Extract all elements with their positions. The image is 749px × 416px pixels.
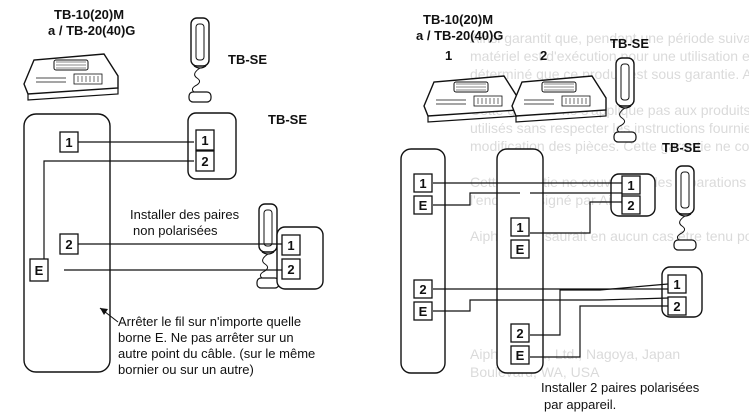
- svg-text:2: 2: [287, 262, 294, 277]
- left-master-station-icon: [23, 53, 119, 101]
- right-master-station-1-icon: [423, 75, 519, 123]
- ghost-line: modification des pièces. Cette garantie …: [470, 138, 749, 154]
- right-master-station-2-icon: [511, 75, 607, 123]
- ghost-line: utilisés sans respecter les instructions…: [470, 120, 749, 136]
- svg-text:1: 1: [627, 178, 634, 193]
- right-master-1-terminal-1: 1: [413, 173, 433, 193]
- svg-text:E: E: [35, 263, 44, 278]
- right-wires: [433, 182, 669, 358]
- svg-text:2: 2: [516, 326, 523, 341]
- left-handset-bottom-icon: [256, 203, 280, 289]
- svg-text:1: 1: [419, 176, 426, 191]
- right-master-2-terminal-1: 1: [510, 217, 530, 237]
- right-note-line1: Installer 2 paires polarisées: [541, 380, 700, 395]
- left-model-label: TB-10(20)M: [54, 7, 124, 22]
- svg-text:2: 2: [201, 154, 208, 169]
- left-handset-bottom-terminal-2: 2: [281, 258, 301, 280]
- left-master-terminal-e: E: [29, 258, 49, 282]
- left-handset-bottom-terminal-1: 1: [281, 234, 301, 256]
- svg-text:2: 2: [673, 299, 680, 314]
- right-model-label: TB-10(20)M: [423, 12, 493, 27]
- right-handset-top-terminal-1: 1: [621, 175, 641, 195]
- svg-text:2: 2: [419, 282, 426, 297]
- right-handset-top-terminal-2: 2: [621, 195, 641, 215]
- right-master-1-terminal-e2: E: [413, 301, 433, 321]
- svg-text:2: 2: [65, 237, 72, 252]
- svg-text:1: 1: [673, 277, 680, 292]
- left-master-terminal-1: 1: [59, 131, 79, 153]
- left-handset-top-icon: [188, 17, 212, 103]
- right-handset-bottom-label: TB-SE: [662, 140, 701, 155]
- svg-text:E: E: [419, 198, 428, 213]
- left-note-pairs-line2: non polarisées: [133, 223, 218, 238]
- svg-text:E: E: [516, 242, 525, 257]
- right-model-alt-label: a / TB-20(40)G: [416, 28, 503, 43]
- right-unit-2-label: 2: [540, 48, 547, 63]
- right-handset-bottom-terminal-2: 2: [667, 296, 687, 316]
- left-master-terminal-2: 2: [59, 233, 79, 255]
- ghost-line: matériel est d'exécution pour une utilis…: [470, 48, 749, 64]
- svg-text:1: 1: [201, 133, 208, 148]
- svg-text:2: 2: [627, 198, 634, 213]
- right-handset-bottom-terminal-1: 1: [667, 274, 687, 294]
- left-note-stop-line3: autre point du câble. (sur le même: [118, 346, 315, 361]
- right-note-line2: par appareil.: [544, 397, 616, 412]
- left-note-stop-line1: Arrêter le fil sur n'importe quelle: [118, 314, 301, 329]
- right-master-2-terminal-2: 2: [510, 323, 530, 343]
- right-master-1-terminal-e: E: [413, 195, 433, 215]
- left-handset-top-terminal-2: 2: [195, 150, 215, 172]
- ghost-line: déterminé que ce produit est sous garant…: [470, 66, 749, 82]
- svg-text:E: E: [516, 348, 525, 363]
- svg-text:1: 1: [287, 238, 294, 253]
- left-handset-top-label: TB-SE: [228, 52, 267, 67]
- right-handset-bottom-icon: [673, 165, 697, 251]
- left-handset-top-terminal-1: 1: [195, 129, 215, 151]
- left-note-arrowhead: [100, 308, 108, 315]
- right-master-1-terminal-2: 2: [413, 279, 433, 299]
- left-note-stop-line2: borne E. Ne pas arrêter sur un: [118, 330, 294, 345]
- right-unit-1-label: 1: [445, 48, 452, 63]
- right-master-2-block: [496, 148, 544, 374]
- svg-text:1: 1: [65, 135, 72, 150]
- right-master-2-terminal-e2: E: [510, 345, 530, 365]
- svg-text:E: E: [419, 304, 428, 319]
- left-handset-bottom-label: TB-SE: [268, 112, 307, 127]
- left-note-stop-line4: bornier ou sur un autre): [118, 362, 254, 377]
- right-master-2-terminal-e: E: [510, 239, 530, 259]
- svg-text:1: 1: [516, 220, 523, 235]
- right-handset-top-icon: [613, 57, 637, 143]
- right-handset-top-label: TB-SE: [610, 36, 649, 51]
- left-model-alt-label: a / TB-20(40)G: [48, 23, 135, 38]
- left-note-pairs-line1: Installer des paires: [130, 207, 240, 222]
- ghost-line: Ainsi garantit que, pendant une période …: [470, 30, 749, 46]
